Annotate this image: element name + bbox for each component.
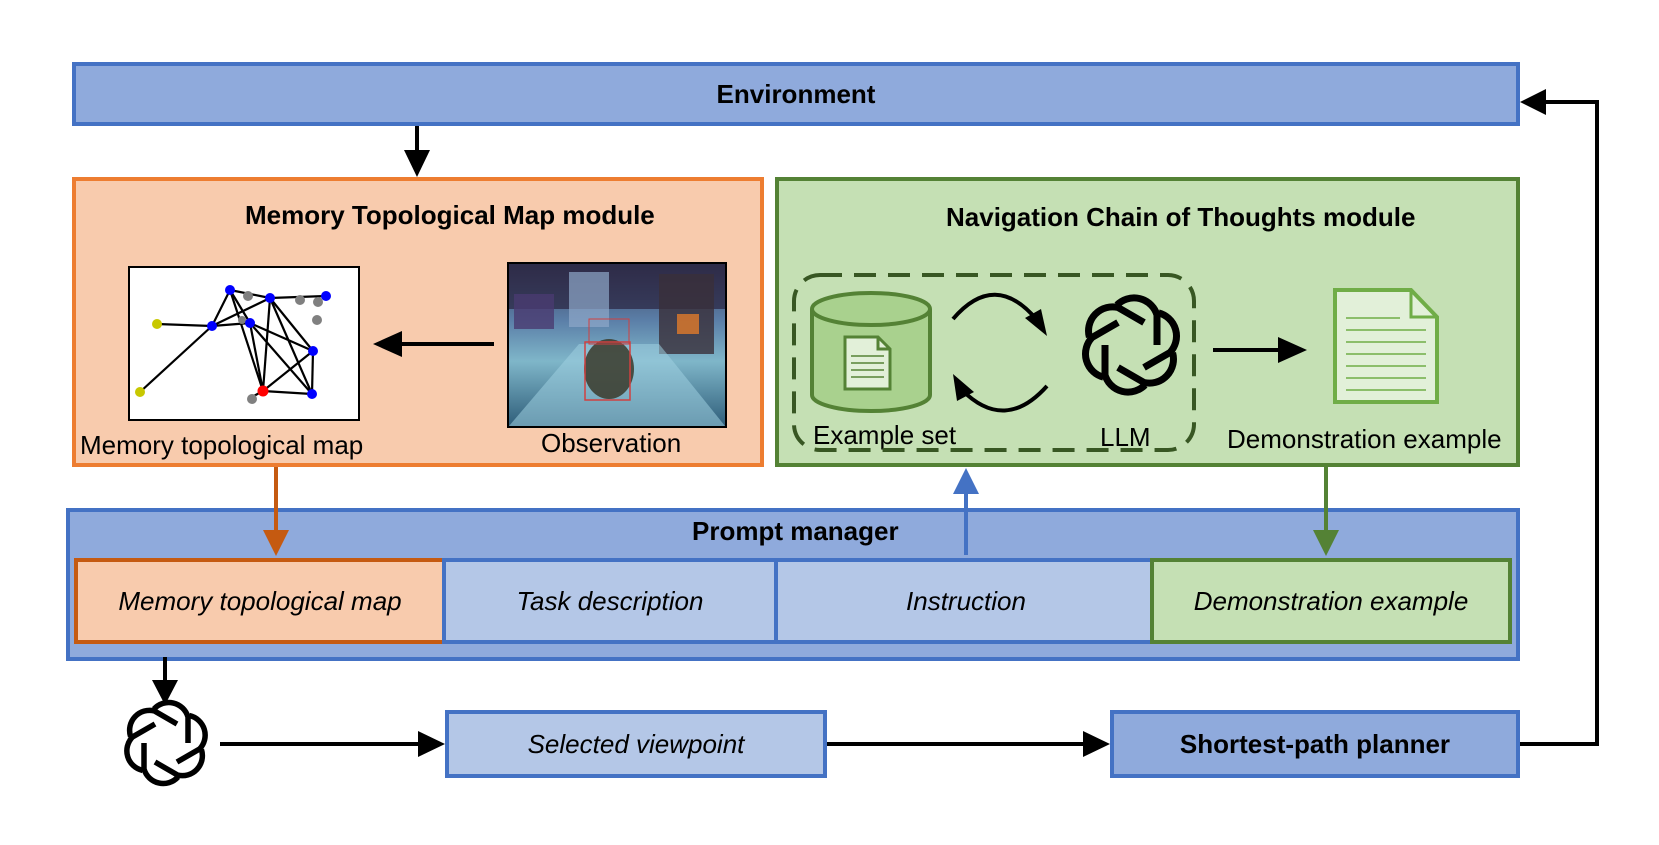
arrow-llm-to-viewpoint (220, 731, 445, 757)
arrow-demonstration-to-prompt (1313, 467, 1339, 556)
selected-viewpoint-label: Selected viewpoint (527, 728, 745, 759)
arrow-prompt-to-nav (953, 468, 979, 555)
prompt-cell-demonstration-label: Demonstration example (1193, 585, 1469, 616)
example-llm-loop-group (792, 273, 1196, 452)
prompt-cell-memory-map-label: Memory topological map (118, 585, 402, 616)
prompt-cell-task-description-label: Task description (516, 585, 704, 616)
memory-map-caption: Memory topological map (80, 430, 364, 460)
example-set-label: Example set (813, 420, 957, 450)
nav-module-title: Navigation Chain of Thoughts module (946, 202, 1416, 232)
database-icon (810, 291, 932, 413)
prompt-cell-memory-map: Memory topological map (74, 558, 446, 644)
prompt-manager-title: Prompt manager (692, 516, 899, 546)
demonstration-example-label: Demonstration example (1227, 424, 1502, 454)
environment-box: Environment (72, 62, 1520, 126)
document-icon (1333, 288, 1439, 404)
arrow-memory-to-prompt (263, 467, 289, 556)
selected-viewpoint-box: Selected viewpoint (445, 710, 827, 778)
prompt-cell-instruction: Instruction (774, 558, 1158, 644)
observation-image (507, 262, 727, 428)
prompt-cell-demonstration: Demonstration example (1150, 558, 1512, 644)
llm-icon (1082, 294, 1180, 396)
arrow-viewpoint-to-planner (827, 731, 1110, 757)
topological-map-graph (128, 266, 360, 421)
llm-label: LLM (1100, 422, 1151, 452)
environment-label: Environment (716, 78, 876, 109)
prompt-cell-instruction-label: Instruction (906, 585, 1026, 616)
arrow-planner-to-environment (1520, 89, 1599, 746)
cycle-arrows-icon (951, 292, 1049, 413)
arrow-environment-to-memory (404, 126, 430, 177)
llm-icon-bottom (124, 699, 208, 787)
observation-caption: Observation (541, 428, 682, 458)
shortest-path-planner-box: Shortest-path planner (1110, 710, 1520, 778)
arrow-llm-to-demonstration (1213, 337, 1307, 363)
memory-module-title: Memory Topological Map module (245, 200, 655, 230)
shortest-path-planner-label: Shortest-path planner (1179, 728, 1451, 759)
arrow-observation-to-map (373, 331, 494, 357)
arrow-prompt-to-llm (152, 657, 178, 705)
